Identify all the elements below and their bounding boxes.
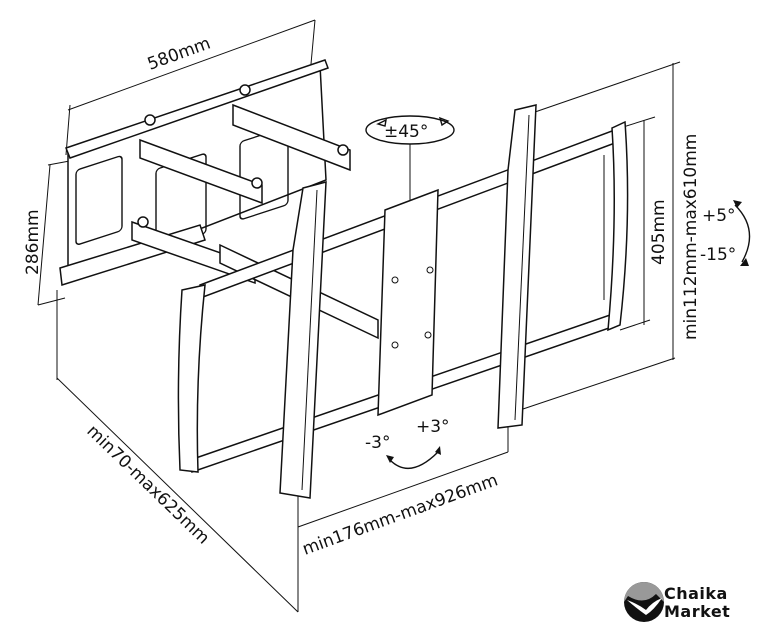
label-580mm: 580mm bbox=[145, 33, 213, 74]
seagull-icon bbox=[624, 582, 664, 622]
label-swivel: ±45° bbox=[384, 122, 428, 142]
label-tilt-down: -15° bbox=[700, 245, 736, 265]
label-tilt-up: +5° bbox=[702, 206, 736, 226]
swivel-indicator bbox=[365, 115, 455, 200]
dimension-depth bbox=[56, 290, 299, 613]
label-vertical-range: min112mm-max610mm bbox=[681, 134, 701, 340]
level-indicator bbox=[386, 446, 441, 469]
center-plate bbox=[377, 188, 439, 417]
label-level-minus: -3° bbox=[365, 433, 390, 453]
brand-line-1: Chaika bbox=[664, 584, 728, 603]
tilt-indicator bbox=[733, 200, 751, 266]
label-405mm: 405mm bbox=[649, 199, 669, 265]
brand-logo bbox=[624, 582, 664, 622]
vertical-rail-right bbox=[497, 104, 537, 429]
label-level-plus: +3° bbox=[416, 417, 450, 437]
label-286mm: 286mm bbox=[23, 209, 43, 275]
side-bracket-right bbox=[603, 120, 629, 332]
dimension-vertical-range bbox=[519, 61, 681, 411]
vertical-rail-left bbox=[279, 181, 327, 499]
brand-line-2: Market bbox=[664, 602, 731, 621]
brand-name: Chaika Market bbox=[664, 585, 730, 621]
label-horizontal: min176mm-max926mm bbox=[300, 470, 501, 559]
side-bracket-left bbox=[177, 284, 206, 473]
